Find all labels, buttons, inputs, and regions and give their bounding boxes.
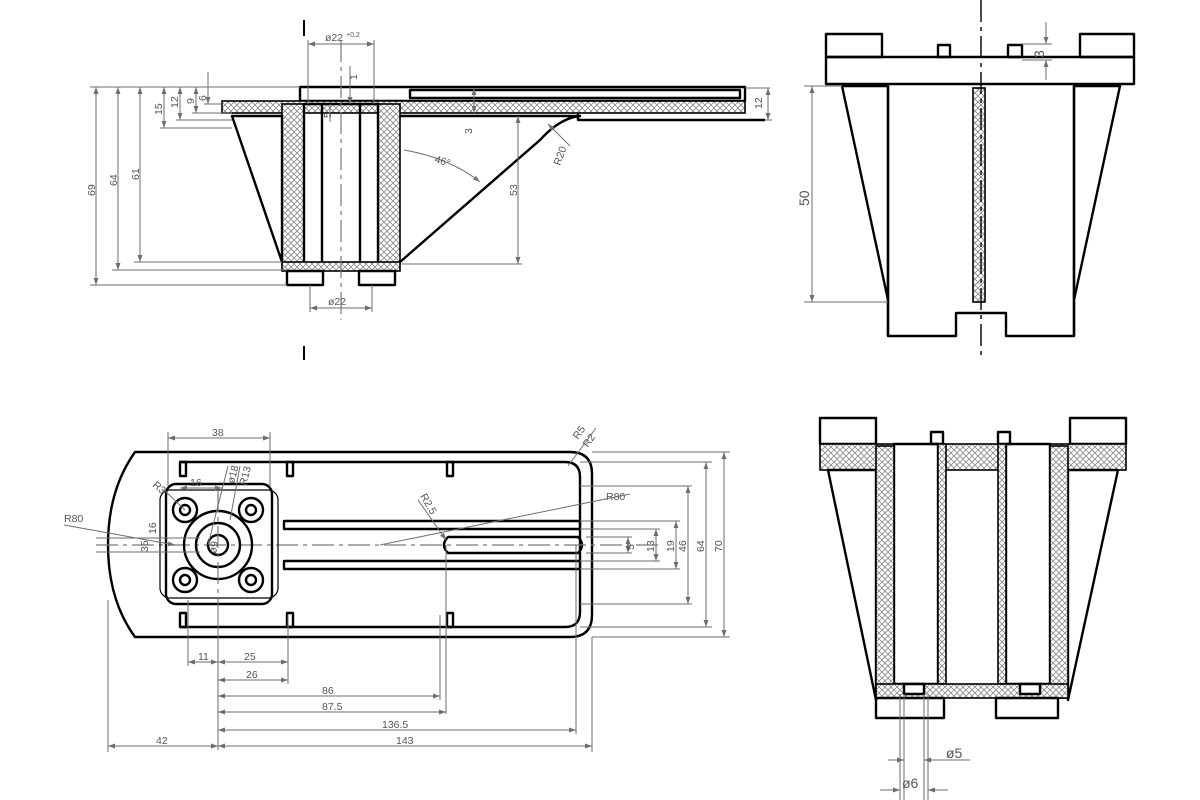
section-view: ø5 ø6 [818, 416, 1128, 800]
dim-section-d5: ø5 [946, 745, 963, 761]
dim-12b: 12 [753, 97, 765, 109]
top-outline [106, 450, 594, 639]
dim-top-38: 38 [212, 427, 224, 439]
dim-top-13: 13 [645, 540, 657, 552]
dim-section-d6: ø6 [902, 775, 919, 791]
dim-top-r80-left: R80 [64, 513, 83, 525]
dim-6: 6 [197, 95, 209, 101]
dim-top-r13: R13 [237, 465, 254, 487]
dim-top-64: 64 [695, 540, 707, 552]
dim-d22-top: ø22 [325, 32, 343, 44]
dim-5: 5 [322, 112, 334, 118]
dim-side-3: 3 [1031, 50, 1047, 58]
dim-top-86: 86 [322, 685, 334, 697]
dim-top-46: 46 [677, 540, 689, 552]
dim-top-143: 143 [396, 735, 414, 747]
side-center-web [972, 87, 986, 303]
dim-15: 15 [153, 103, 165, 115]
dim-d22-tol: +0.2 [346, 32, 360, 39]
section-wall-left [875, 445, 895, 699]
side-view: 50 3 [796, 0, 1136, 360]
dim-angle-46: 46° [433, 153, 452, 169]
dim-top-11: 11 [198, 651, 209, 663]
tube-wall-left [281, 103, 305, 265]
front-dimensions: ø22 +0.2 ø22 69 64 61 15 12 [86, 32, 772, 312]
left-rib [230, 114, 284, 264]
dim-1: 1 [348, 74, 360, 80]
dim-top-5: 5 [625, 544, 637, 550]
dim-top-d9: ø9 [207, 540, 221, 554]
dim-top-19: 19 [665, 540, 677, 552]
dim-12a: 12 [169, 96, 181, 108]
right-rib [399, 114, 582, 263]
dim-top-42: 42 [156, 735, 168, 747]
dim-53: 53 [508, 184, 520, 196]
dim-3: 3 [463, 128, 475, 134]
dim-64: 64 [108, 174, 120, 186]
dim-d22-bottom: ø22 [328, 296, 346, 308]
dim-top-26: 26 [246, 669, 258, 681]
dim-69: 69 [86, 184, 98, 196]
top-boss [164, 482, 274, 606]
front-view: ø22 +0.2 ø22 69 64 61 15 12 [86, 20, 772, 360]
section-wall-right [1049, 445, 1069, 699]
dim-9: 9 [185, 98, 197, 104]
top-view: 38 16 R3 ø18 R13 ø9 R80 16 35 R2.5 R80 R… [63, 424, 730, 752]
dim-61: 61 [130, 168, 142, 180]
dim-top-70: 70 [713, 540, 725, 552]
tube-wall-right [377, 103, 401, 265]
dim-top-16h: 16 [147, 522, 159, 534]
dim-side-50: 50 [796, 190, 812, 206]
dim-top-25: 25 [244, 651, 256, 663]
top-dimensions: 38 16 R3 ø18 R13 ø9 R80 16 35 R2.5 R80 R… [63, 424, 730, 752]
side-top-plate [824, 55, 1136, 86]
section-top-plate [819, 443, 1127, 471]
dim-top-875: 87.5 [322, 701, 343, 713]
dim-top-1365: 136.5 [382, 719, 408, 731]
dim-top-16w: 16 [190, 477, 202, 489]
dim-top-35: 35 [139, 540, 151, 552]
dim-r20: R20 [552, 145, 570, 167]
